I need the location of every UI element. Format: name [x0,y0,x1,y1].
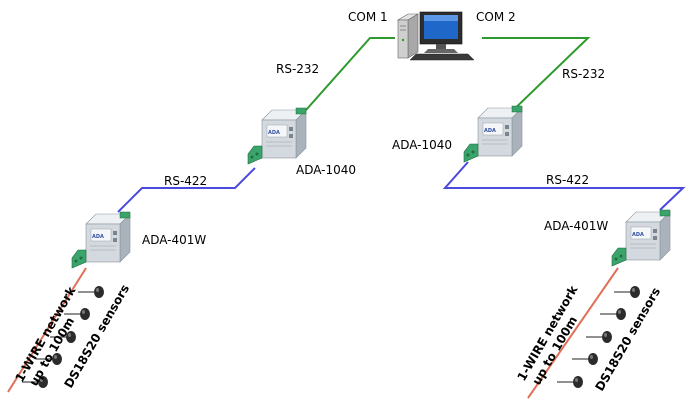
rs232-line-left [289,37,395,129]
device-badge: ADA [632,232,644,238]
rs422-line-right [442,161,686,211]
com1-label: COM 1 [348,10,388,24]
converter-label-right: ADA-1040 [392,138,452,152]
sensor-icon [556,375,584,389]
device-badge: ADA [92,234,104,240]
adapter-device-right-hub: ADA [611,209,671,267]
rs422-label-right: RS-422 [546,173,589,187]
device-badge: ADA [268,130,280,136]
converter-label-left: ADA-1040 [296,163,356,177]
device-badge: ADA [484,128,496,134]
com2-label: COM 2 [476,10,516,24]
rs422-line-left [117,167,256,213]
adapter-device-right-converter: ADA [463,105,523,163]
sensor-icon [599,307,627,321]
rs422-label-left: RS-422 [164,174,207,188]
adapter-device-left-converter: ADA [247,107,307,165]
sensor-icon [585,330,613,344]
sensor-icon [613,285,641,299]
one-wire-bus-left [7,267,87,393]
rs232-line-right [482,37,591,119]
sensor-icon [571,352,599,366]
hub-label-left: ADA-401W [142,233,206,247]
sensor-icon [77,285,105,299]
adapter-device-left-hub: ADA [71,211,131,269]
computer-icon [396,11,475,61]
hub-label-right: ADA-401W [544,219,608,233]
rs232-label-left: RS-232 [276,62,319,76]
rs232-label-right: RS-232 [562,67,605,81]
one-wire-bus-right [527,267,619,399]
